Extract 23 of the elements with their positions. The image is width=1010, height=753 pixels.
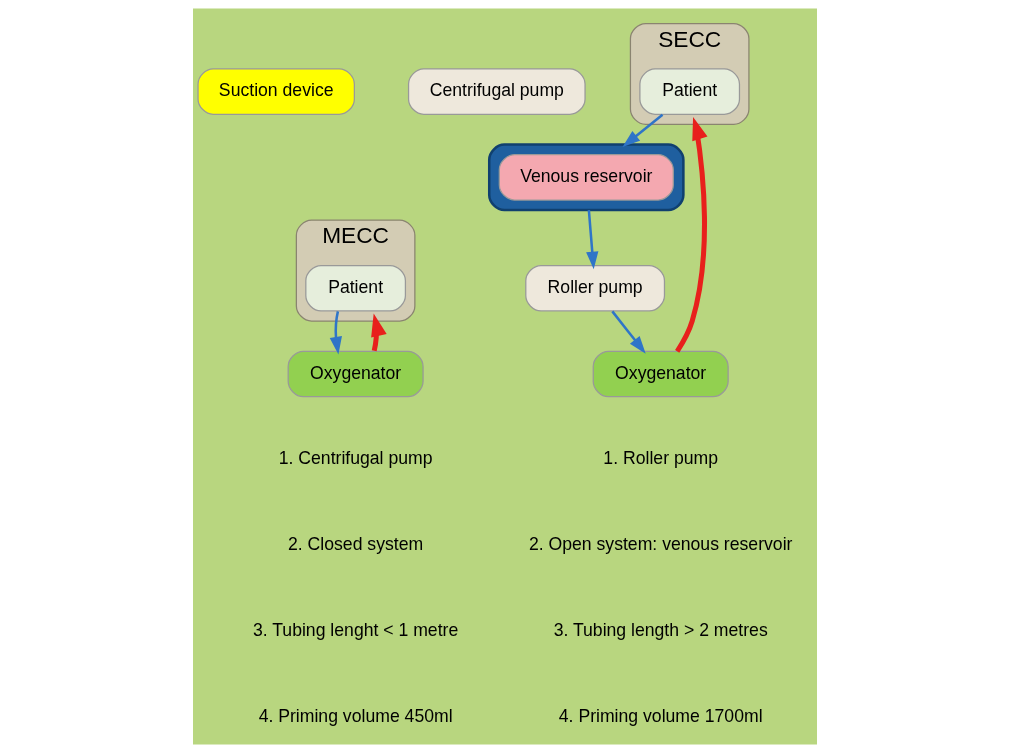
label: 2. Closed system [288, 534, 424, 555]
node-box: Patient [305, 264, 407, 312]
node-box: Roller pump [525, 264, 666, 312]
label: 1. Roller pump [603, 448, 718, 469]
label: 4. Priming volume 1700ml [558, 705, 763, 726]
node-box: Venous reservoir [498, 154, 674, 201]
label: 2. Open system: venous reservoir [528, 534, 793, 555]
arrow [675, 117, 708, 353]
node-box: Oxygenator [287, 350, 424, 398]
cluster [488, 143, 685, 212]
label: 3. Tubing length > 2 metres [553, 619, 768, 640]
node-box: Patient [639, 68, 741, 115]
node-box: Oxygenator [592, 350, 729, 398]
arrow [622, 113, 664, 147]
label: 1. Centrifugal pump [278, 448, 433, 469]
label: 4. Priming volume 450ml [258, 705, 453, 726]
arrow [586, 210, 599, 270]
node-box: Suction device [197, 68, 355, 115]
label: 3. Tubing lenght < 1 metre [252, 619, 459, 640]
arrow [371, 313, 387, 352]
arrow [611, 310, 646, 354]
node-box: Centrifugal pump [407, 68, 586, 115]
arrow [329, 311, 342, 355]
